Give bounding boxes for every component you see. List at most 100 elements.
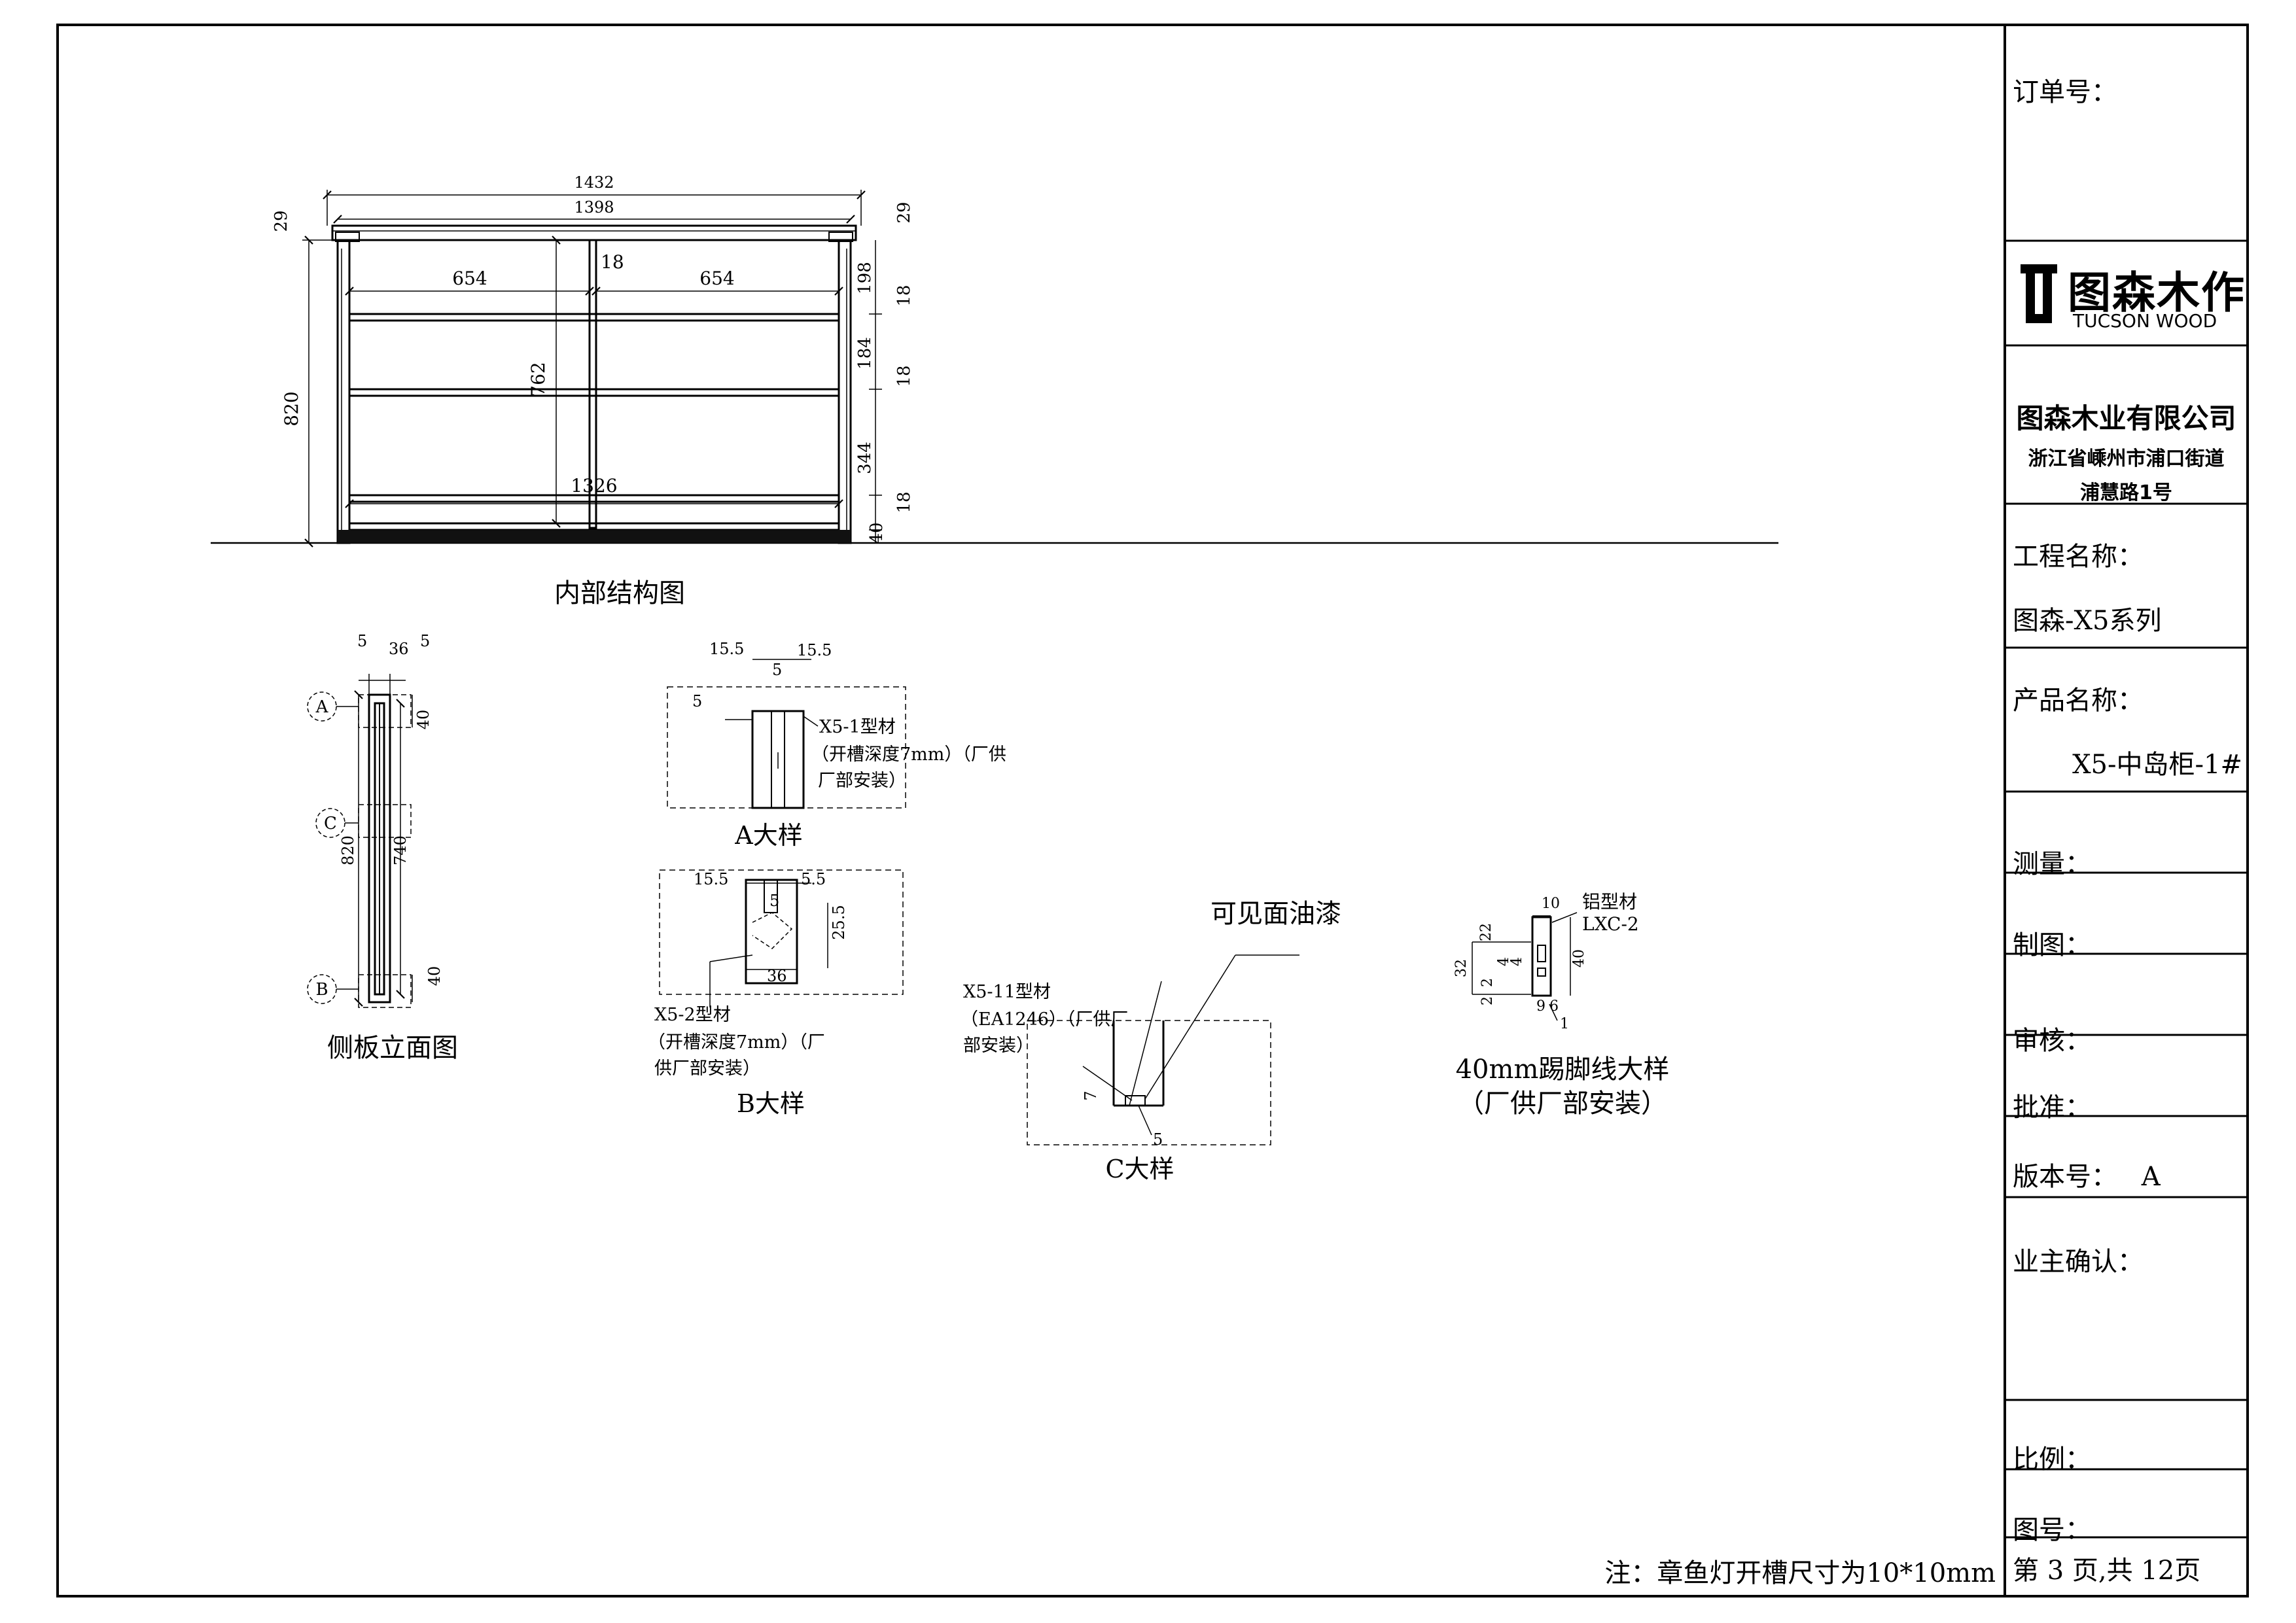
svg-text:18: 18 (601, 251, 624, 273)
svg-text:40: 40 (867, 522, 887, 544)
detail-b (659, 869, 904, 1007)
svg-text:762: 762 (527, 362, 549, 396)
svg-text:29: 29 (272, 210, 291, 232)
svg-text:7: 7 (1082, 1091, 1100, 1100)
svg-text:18: 18 (894, 365, 914, 387)
svg-text:供厂部安装）: 供厂部安装） (654, 1058, 760, 1079)
svg-text:198: 198 (855, 262, 875, 294)
svg-text:15.5: 15.5 (797, 641, 832, 659)
tucson-logo-icon (2021, 264, 2057, 323)
svg-text:X5-11型材: X5-11型材 (963, 982, 1051, 1002)
svg-text:15.5: 15.5 (709, 640, 744, 658)
owner-confirm-label: 业主确认： (2013, 1247, 2144, 1277)
detail-c-text: 可见面油漆 7 5 X5-11型材 （EA1246）（厂供厂 部安装） (961, 899, 1341, 1149)
svg-text:5.5: 5.5 (801, 870, 826, 888)
svg-text:1432: 1432 (574, 173, 614, 192)
svg-text:（开槽深度7mm）（厂供: （开槽深度7mm）（厂供 (811, 744, 1006, 765)
svg-text:22: 22 (1478, 923, 1494, 941)
svg-text:820: 820 (281, 391, 302, 426)
svg-text:5: 5 (772, 661, 782, 679)
svg-text:5: 5 (420, 632, 430, 650)
title-block: 订单号： 图森木作 TUCSON WOOD 图森木业有限公司 浙江省嵊州市浦口街… (2005, 25, 2248, 1596)
logo-chinese-text: 图森木作 (2068, 268, 2246, 318)
svg-text:X5-2型材: X5-2型材 (654, 1005, 731, 1025)
svg-text:铝型材: 铝型材 (1582, 891, 1637, 913)
svg-text:9: 9 (1536, 998, 1545, 1015)
main-dimensions (302, 190, 882, 548)
title-block-lines (2005, 239, 2248, 1539)
svg-text:5: 5 (769, 892, 779, 910)
version-value: A (2141, 1162, 2161, 1192)
svg-text:36: 36 (767, 967, 787, 985)
svg-text:6: 6 (1549, 998, 1559, 1015)
svg-text:740: 740 (391, 835, 410, 865)
svg-text:LXC-2: LXC-2 (1582, 913, 1639, 935)
scale-label: 比例： (2013, 1444, 2091, 1475)
plinth-detail-subtitle: （厂供厂部安装） (1458, 1089, 1667, 1119)
svg-text:C: C (324, 814, 337, 833)
svg-text:5: 5 (357, 632, 367, 650)
svg-text:184: 184 (855, 337, 875, 370)
project-value: 图森-X5系列 (2013, 606, 2162, 636)
version-label: 版本号： (2013, 1162, 2117, 1192)
svg-text:厂部安装）: 厂部安装） (818, 771, 906, 791)
svg-text:2: 2 (1479, 996, 1496, 1005)
footnote: 注：章鱼灯开槽尺寸为10*10mm (1604, 1558, 1996, 1588)
measure-label: 测量： (2013, 849, 2091, 879)
svg-text:可见面油漆: 可见面油漆 (1210, 899, 1341, 929)
plinth-detail-title: 40mm踢脚线大样 (1456, 1055, 1670, 1085)
svg-text:344: 344 (855, 442, 875, 474)
svg-text:1398: 1398 (574, 198, 614, 217)
main-dimension-text: 1432 1398 654 654 18 1326 820 762 29 29 … (272, 173, 914, 544)
svg-text:5: 5 (692, 692, 702, 710)
svg-text:18: 18 (894, 491, 914, 513)
svg-text:654: 654 (452, 268, 487, 289)
detail-a-title: A大样 (734, 821, 802, 850)
main-view-title: 内部结构图 (554, 578, 685, 608)
plinth-detail (1472, 912, 1578, 1021)
svg-text:40: 40 (425, 966, 444, 986)
svg-text:29: 29 (894, 201, 914, 223)
side-view-text: 5 36 5 40 820 740 40 A C B (315, 632, 444, 1000)
svg-text:36: 36 (389, 640, 409, 658)
svg-text:40: 40 (1571, 949, 1587, 968)
svg-text:4: 4 (1496, 957, 1512, 966)
svg-text:40: 40 (414, 710, 433, 730)
project-label: 工程名称： (2013, 542, 2144, 572)
page-info: 第 3 页,共 12页 (2013, 1556, 2201, 1586)
svg-text:10: 10 (1542, 896, 1560, 912)
detail-a-text: 15.5 5 15.5 5 X5-1型材 （开槽深度7mm）（厂供 厂部安装） (692, 640, 1006, 791)
logo-english-text: TUCSON WOOD (2073, 310, 2217, 332)
product-label: 产品名称： (2013, 686, 2144, 716)
svg-text:1326: 1326 (571, 475, 617, 497)
main-elevation-view (211, 224, 1778, 544)
detail-a (667, 659, 906, 809)
svg-text:2: 2 (1479, 978, 1496, 987)
order-no-label: 订单号： (2013, 77, 2117, 107)
detail-b-title: B大样 (737, 1089, 805, 1118)
svg-text:部安装）: 部安装） (963, 1036, 1034, 1056)
version-row: 版本号： A (2005, 1155, 2248, 1193)
approve-label: 批准： (2013, 1092, 2091, 1123)
product-value: X5-中岛柜-1# (2072, 750, 2242, 780)
plinth-detail-text: 10 铝型材 LXC-2 32 22 4 4 2 2 40 9 6 1 (1453, 891, 1639, 1032)
svg-text:18: 18 (894, 285, 914, 306)
svg-text:X5-1型材: X5-1型材 (819, 717, 896, 737)
sheet-border (56, 24, 2249, 1597)
detail-c-title: C大样 (1105, 1155, 1174, 1183)
review-label: 审核： (2013, 1026, 2091, 1056)
svg-text:820: 820 (339, 835, 357, 865)
svg-text:A: A (315, 697, 329, 717)
draw-label: 制图： (2013, 930, 2091, 960)
svg-text:1: 1 (1560, 1016, 1569, 1032)
svg-text:32: 32 (1453, 959, 1470, 977)
company-address-line2: 浦慧路1号 (2080, 481, 2172, 504)
side-view-title: 侧板立面图 (327, 1033, 458, 1063)
svg-text:654: 654 (699, 268, 734, 289)
company-address-line1: 浙江省嵊州市浦口街道 (2028, 447, 2225, 470)
logo: 图森木作 TUCSON WOOD (2005, 241, 2248, 345)
plinth-rail (338, 530, 851, 543)
svg-text:B: B (315, 980, 328, 1000)
svg-text:4: 4 (1509, 957, 1525, 966)
